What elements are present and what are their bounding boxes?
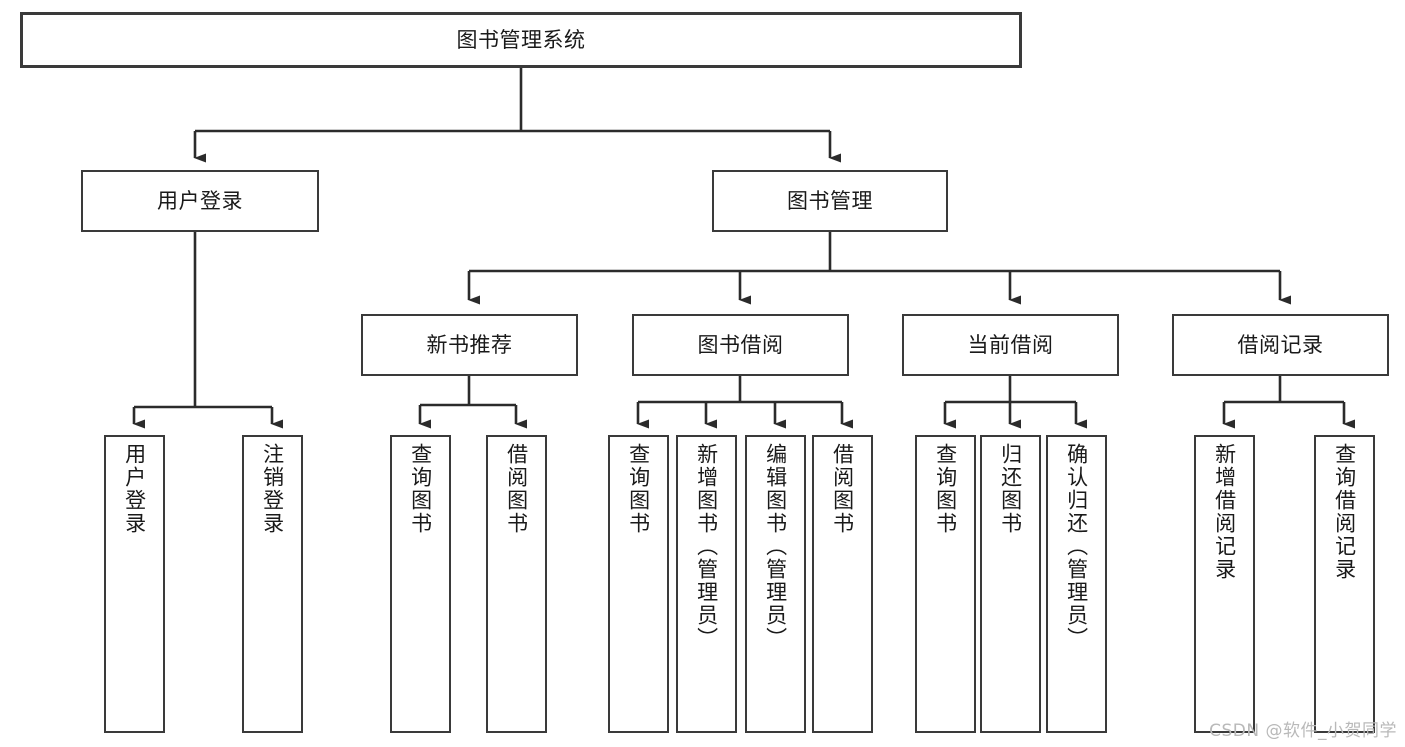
leaf-add-borrow-record[interactable]: 新增借阅记录 bbox=[1194, 435, 1255, 733]
node-user-login[interactable]: 用户登录 bbox=[81, 170, 319, 232]
leaf-add-book-admin[interactable]: 新增图书（管理员） bbox=[676, 435, 737, 733]
node-label: 图书管理 bbox=[787, 188, 873, 213]
leaf-confirm-return-admin[interactable]: 确认归还（管理员） bbox=[1046, 435, 1107, 733]
node-label: 当前借阅 bbox=[967, 332, 1054, 357]
leaf-logout-login[interactable]: 注销登录 bbox=[242, 435, 303, 733]
node-root-system[interactable]: 图书管理系统 bbox=[20, 12, 1022, 68]
node-book-management[interactable]: 图书管理 bbox=[712, 170, 948, 232]
leaf-borrow-book-borrow[interactable]: 借阅图书 bbox=[812, 435, 873, 733]
node-label: 注销登录 bbox=[260, 443, 285, 535]
node-label: 借阅记录 bbox=[1237, 332, 1324, 357]
leaf-borrow-book-recommend[interactable]: 借阅图书 bbox=[486, 435, 547, 733]
node-label: 借阅图书 bbox=[830, 443, 855, 535]
watermark-text: CSDN @软件_小贺同学 bbox=[1209, 721, 1397, 741]
node-label: 图书借阅 bbox=[697, 332, 784, 357]
node-label: 查询图书 bbox=[626, 443, 651, 535]
node-borrow-record[interactable]: 借阅记录 bbox=[1172, 314, 1389, 376]
node-label: 借阅图书 bbox=[504, 443, 529, 535]
node-label: 归还图书 bbox=[998, 443, 1023, 535]
node-label: 新书推荐 bbox=[426, 332, 513, 357]
node-new-book-recommend[interactable]: 新书推荐 bbox=[361, 314, 578, 376]
leaf-return-book[interactable]: 归还图书 bbox=[980, 435, 1041, 733]
node-label: 查询图书 bbox=[408, 443, 433, 535]
leaf-query-book-recommend[interactable]: 查询图书 bbox=[390, 435, 451, 733]
leaf-edit-book-admin[interactable]: 编辑图书（管理员） bbox=[745, 435, 806, 733]
node-label: 确认归还（管理员） bbox=[1064, 443, 1089, 650]
node-label: 用户登录 bbox=[157, 188, 243, 213]
node-current-borrow[interactable]: 当前借阅 bbox=[902, 314, 1119, 376]
node-label: 图书管理系统 bbox=[456, 27, 586, 52]
node-label: 新增图书（管理员） bbox=[694, 443, 719, 650]
node-book-borrow[interactable]: 图书借阅 bbox=[632, 314, 849, 376]
node-label: 查询图书 bbox=[933, 443, 958, 535]
node-label: 查询借阅记录 bbox=[1332, 443, 1357, 581]
leaf-query-book-borrow[interactable]: 查询图书 bbox=[608, 435, 669, 733]
node-label: 新增借阅记录 bbox=[1212, 443, 1237, 581]
leaf-user-login[interactable]: 用户登录 bbox=[104, 435, 165, 733]
leaf-query-borrow-record[interactable]: 查询借阅记录 bbox=[1314, 435, 1375, 733]
node-label: 用户登录 bbox=[122, 443, 147, 535]
node-label: 编辑图书（管理员） bbox=[763, 443, 788, 650]
leaf-query-book-current[interactable]: 查询图书 bbox=[915, 435, 976, 733]
